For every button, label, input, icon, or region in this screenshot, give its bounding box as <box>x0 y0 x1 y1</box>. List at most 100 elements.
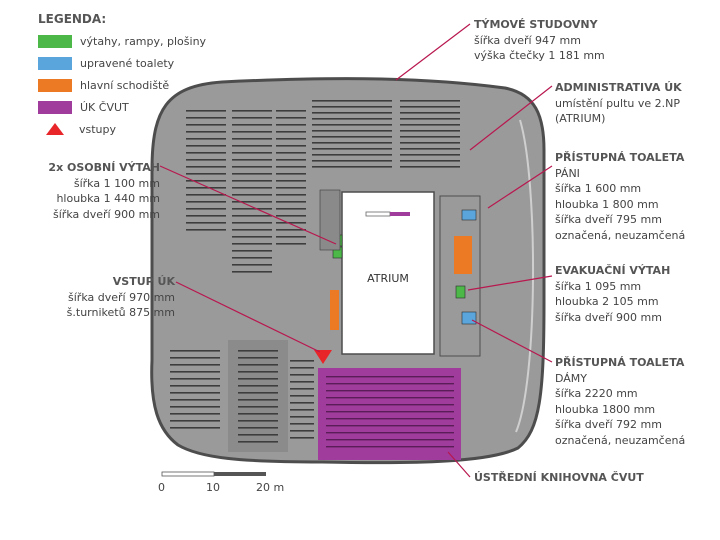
shelf-row <box>400 112 460 114</box>
shelf-row <box>186 201 226 203</box>
callout-lines <box>159 23 553 478</box>
shelf-row <box>238 413 278 415</box>
legend-item-uk: ÚK ČVUT <box>38 96 238 118</box>
shelf-row <box>400 130 460 132</box>
legend: LEGENDA: výtahy, rampy, plošiny upravené… <box>38 12 238 140</box>
shelf-row <box>276 145 306 147</box>
callout-title: 2x OSOBNÍ VÝTAH <box>48 161 160 174</box>
shelf-row <box>232 145 272 147</box>
callout-line: umístění pultu ve 2.NP <box>555 96 681 110</box>
shelf-row <box>170 364 220 366</box>
shelf-row <box>290 430 314 432</box>
shelf-row <box>312 154 392 156</box>
shelf-row <box>238 371 278 373</box>
shelf-row <box>232 257 272 259</box>
shelf-row <box>400 100 460 102</box>
callout-line: DÁMY <box>555 371 588 385</box>
shelf-row <box>276 243 306 245</box>
shelf-row <box>170 378 220 380</box>
shelf-row <box>290 374 314 376</box>
shelf-row <box>170 392 220 394</box>
shelf-row <box>232 117 272 119</box>
shelf-row <box>400 166 460 168</box>
callout-title: VSTUP ÚK <box>112 275 175 288</box>
callout-line: šířka 1 095 mm <box>555 279 642 293</box>
shelf-row <box>186 194 226 196</box>
shelf-row <box>400 154 460 156</box>
shelf-row <box>170 427 220 429</box>
shelf-row <box>238 364 278 366</box>
shelf-row <box>276 236 306 238</box>
legend-label: ÚK ČVUT <box>80 100 129 114</box>
callout-toilet-men: PŘÍSTUPNÁ TOALETA PÁNI šířka 1 600 mm hl… <box>555 150 685 243</box>
shelf-row <box>232 250 272 252</box>
main-staircase-left <box>330 290 339 330</box>
entrance-marker <box>314 350 332 364</box>
toilet-women <box>461 311 477 325</box>
shelf-row <box>290 395 314 397</box>
shelf-row <box>238 406 278 408</box>
shelf-row <box>312 136 392 138</box>
shelf-row <box>326 418 454 420</box>
callout-title: ÚSTŘEDNÍ KNIHOVNA ČVUT <box>474 471 644 484</box>
shelf-row <box>186 215 226 217</box>
callout-line: šířka 1 600 mm <box>555 182 642 195</box>
callout-line: šířka dveří 900 mm <box>555 310 662 324</box>
shelf-row <box>232 124 272 126</box>
shelf-row <box>326 390 454 392</box>
shelf-row <box>276 138 306 140</box>
shelf-row <box>186 187 226 189</box>
shelf-row <box>186 131 226 133</box>
shelf-row <box>312 106 392 108</box>
legend-label: hlavní schodiště <box>80 78 170 92</box>
shelf-row <box>312 166 392 168</box>
shelf-row <box>232 194 272 196</box>
callout-line: označená, neuzamčená <box>555 433 686 447</box>
main-staircase-right <box>454 236 472 274</box>
shelf-row <box>400 148 460 150</box>
shelf-row <box>326 376 454 378</box>
shelf-row <box>276 117 306 119</box>
service-core-right <box>439 195 481 357</box>
legend-item-entrances: vstupy <box>38 118 238 140</box>
scale-label-10: 10 <box>206 481 220 494</box>
shelf-row <box>232 187 272 189</box>
callout-line: výška čtečky 1 181 mm <box>474 49 605 62</box>
shelf-row <box>170 413 220 415</box>
shelf-row <box>276 173 306 175</box>
shelf-row <box>186 124 226 126</box>
scale-label-0: 0 <box>158 481 165 494</box>
callout-line: šířka dveří 947 mm <box>474 33 581 47</box>
admin-desk <box>365 211 391 217</box>
shelf-row <box>290 360 314 362</box>
callout-line: označená, neuzamčená <box>555 228 686 242</box>
callout-title: TÝMOVÉ STUDOVNY <box>474 18 598 31</box>
shelving <box>170 100 460 443</box>
callout-line: hloubka 1 800 mm <box>555 197 659 211</box>
shelf-row <box>400 160 460 162</box>
shelf-row <box>186 166 226 168</box>
shelf-row <box>232 236 272 238</box>
entrance-triangle-icon <box>46 123 64 135</box>
shelf-row <box>276 229 306 231</box>
shelf-row <box>232 131 272 133</box>
shelf-row <box>276 131 306 133</box>
scale-bar <box>161 471 266 477</box>
legend-item-lifts: výtahy, rampy, plošiny <box>38 30 238 52</box>
admin-desk-uk <box>390 212 410 216</box>
shelf-row <box>232 271 272 273</box>
shelf-row <box>290 367 314 369</box>
lift-shaft <box>319 189 341 251</box>
shelf-row <box>276 222 306 224</box>
shelf-row <box>232 159 272 161</box>
callout-line: šířka dveří 900 mm <box>53 207 160 221</box>
callout-line: š.turniketů 875 mm <box>66 306 175 319</box>
lift-swatch-icon <box>38 34 72 48</box>
shelf-row <box>238 434 278 436</box>
shelf-row <box>312 148 392 150</box>
shelf-row <box>312 112 392 114</box>
shelf-row <box>326 397 454 399</box>
callout-entrance: VSTUP ÚK šířka dveří 970 mm š.turniketů … <box>20 274 175 321</box>
shelf-row <box>326 432 454 434</box>
